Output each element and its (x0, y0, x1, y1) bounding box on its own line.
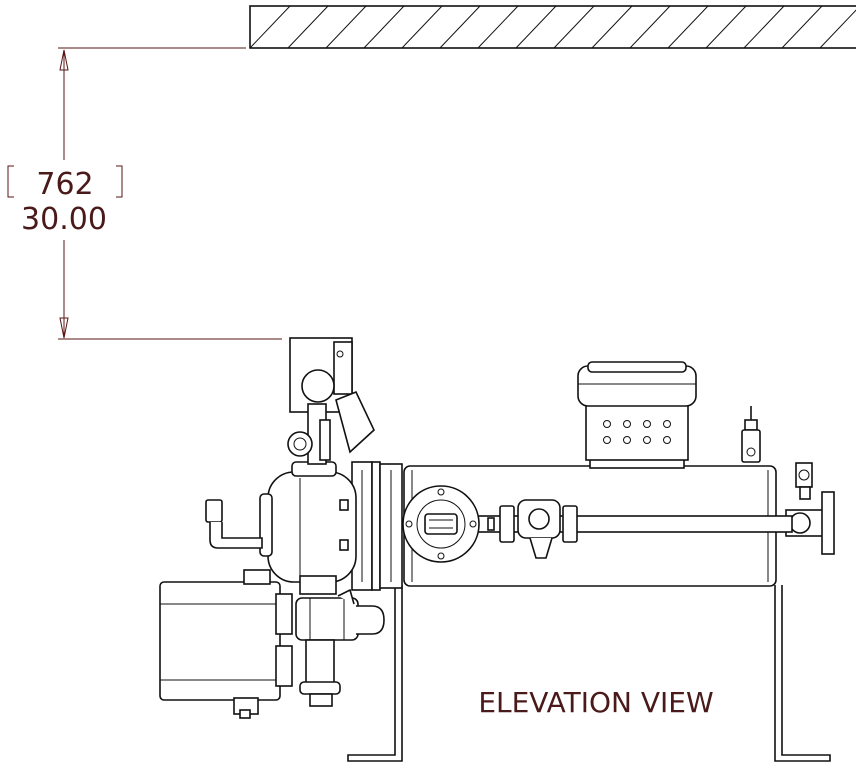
terminal-hole (643, 420, 651, 428)
hatch-line (287, 6, 329, 48)
hatch-line (705, 6, 747, 48)
terminal-hole (643, 436, 651, 444)
control-actuator (159, 569, 293, 719)
terminal-hole (603, 436, 611, 444)
hatch-line (401, 6, 443, 48)
terminal-hole (623, 436, 631, 444)
pump-body (259, 461, 357, 595)
hatch-line (629, 6, 671, 48)
side-elbow (205, 499, 263, 549)
hatch-line (819, 9, 856, 48)
dimension-imperial: 30.00 (21, 202, 107, 237)
terminal-hole (603, 420, 611, 428)
hatch-line (363, 6, 405, 48)
hatch-line (591, 6, 633, 48)
dimension-metric: 762 (36, 167, 93, 202)
arrowhead-up-icon (59, 49, 69, 71)
gauge-assembly (287, 337, 375, 465)
hatch-line (553, 6, 595, 48)
hatch-line (439, 6, 481, 48)
outlet-flange (785, 462, 835, 555)
terminal-hole (663, 436, 671, 444)
arrowhead-down-icon (59, 317, 69, 339)
view-label: ELEVATION VIEW (478, 686, 713, 719)
terminal-hole (623, 420, 631, 428)
hatch-line (515, 6, 557, 48)
flange-stack (351, 461, 403, 591)
hatch-line (781, 6, 823, 48)
hatch-line (250, 6, 291, 48)
support-legs (347, 585, 831, 762)
ceiling-hatch (249, 5, 856, 49)
junction-box (577, 361, 697, 469)
sensor-fitting (741, 406, 761, 463)
terminal-hole (663, 420, 671, 428)
bottom-valve (295, 588, 385, 707)
hatch-line (667, 6, 709, 48)
hatch-line (477, 6, 519, 48)
inline-valve (499, 499, 578, 559)
clearance-dimension: 762 30.00 (7, 47, 282, 340)
bracket-left (7, 165, 14, 198)
inspection-flange (402, 485, 480, 563)
hatch-line (743, 6, 785, 48)
hatch-line (325, 6, 367, 48)
bracket-right (116, 165, 123, 198)
